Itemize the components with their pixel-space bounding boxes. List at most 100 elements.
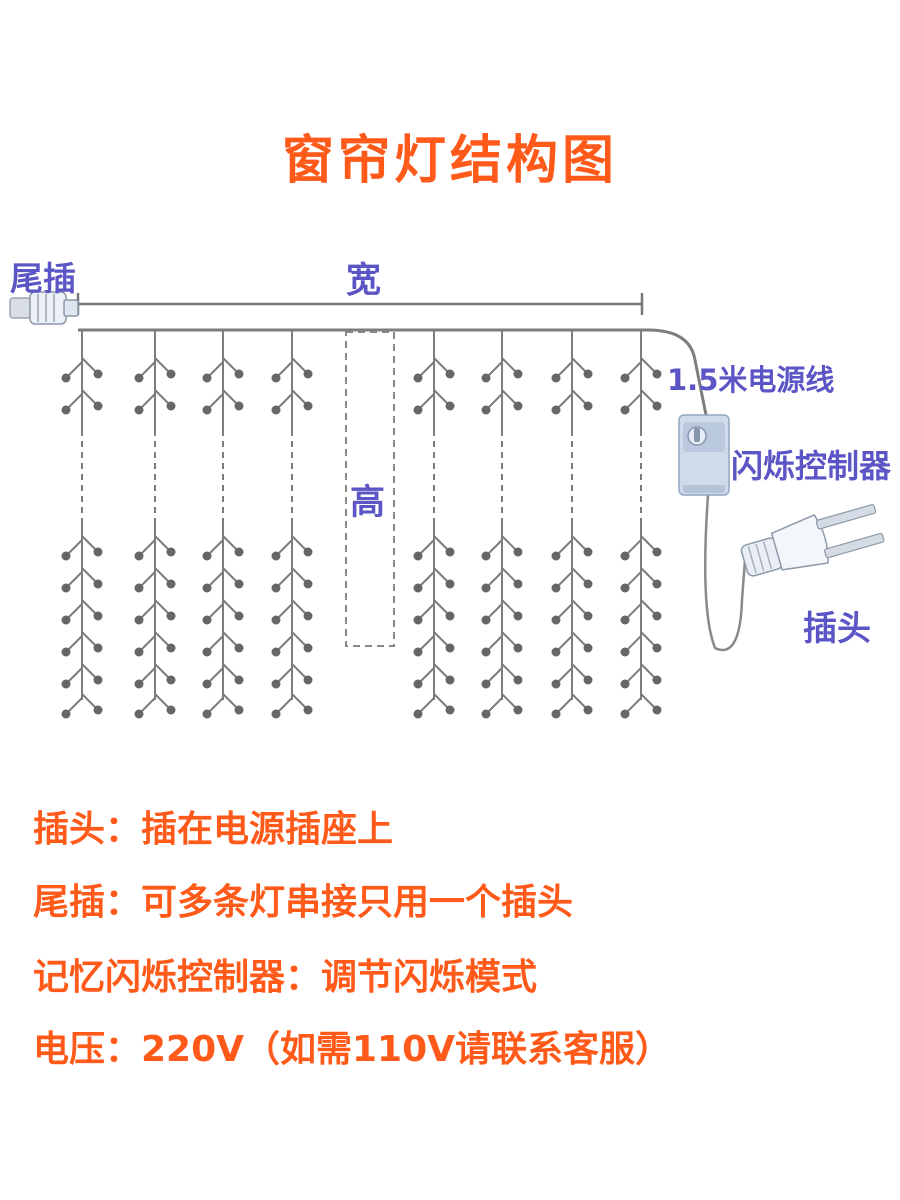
light-bulb (652, 643, 662, 653)
light-bulb (413, 583, 423, 593)
light-branch (67, 635, 83, 651)
light-bulb (166, 705, 176, 715)
light-bulb (551, 373, 561, 383)
light-branch (208, 393, 224, 409)
light-branch (501, 599, 517, 615)
light-branch (557, 361, 573, 377)
tail-connector-icon (9, 291, 79, 325)
light-branch (277, 603, 293, 619)
light-bulb (513, 547, 523, 557)
light-bulb (134, 647, 144, 657)
light-bulb (166, 579, 176, 589)
light-bulb (93, 675, 103, 685)
light-bulb (481, 647, 491, 657)
light-bulb (445, 705, 455, 715)
light-branch (433, 631, 449, 647)
light-branch (81, 693, 97, 709)
light-branch (487, 667, 503, 683)
light-bulb (652, 705, 662, 715)
light-bulb (202, 647, 212, 657)
light-branch (419, 571, 435, 587)
light-bulb (234, 579, 244, 589)
light-bulb (513, 675, 523, 685)
light-bulb (445, 579, 455, 589)
light-bulb (134, 709, 144, 719)
light-branch (640, 631, 656, 647)
light-bulb (303, 401, 313, 411)
light-bulb (551, 583, 561, 593)
light-branch (222, 567, 238, 583)
light-branch (640, 535, 656, 551)
light-bulb (234, 675, 244, 685)
height-label: 高 (350, 483, 386, 523)
light-bulb (166, 547, 176, 557)
light-bulb (652, 401, 662, 411)
light-branch (571, 631, 587, 647)
note-tail-plug: 尾插：可多条灯串接只用一个插头 (33, 882, 574, 923)
light-bulb (234, 401, 244, 411)
light-bulb (271, 615, 281, 625)
light-branch (208, 635, 224, 651)
light-bulb (583, 611, 593, 621)
light-branch (626, 539, 642, 555)
light-bulb (513, 611, 523, 621)
light-bulb (303, 705, 313, 715)
light-branch (291, 693, 307, 709)
light-bulb (652, 369, 662, 379)
light-branch (291, 389, 307, 405)
light-bulb (93, 401, 103, 411)
light-branch (419, 393, 435, 409)
light-branch (154, 693, 170, 709)
light-branch (140, 361, 156, 377)
light-bulb (271, 647, 281, 657)
light-strands (61, 330, 662, 719)
light-bulb (61, 709, 71, 719)
note-plug: 插头：插在电源插座上 (33, 809, 394, 850)
light-bulb (513, 643, 523, 653)
light-bulb (413, 551, 423, 561)
light-branch (140, 571, 156, 587)
light-branch (640, 357, 656, 373)
light-bulb (413, 373, 423, 383)
light-branch (222, 631, 238, 647)
light-branch (571, 389, 587, 405)
light-bulb (513, 401, 523, 411)
light-branch (433, 389, 449, 405)
note-controller: 记忆闪烁控制器：调节闪烁模式 (33, 957, 538, 998)
light-branch (419, 697, 435, 713)
light-bulb (134, 583, 144, 593)
light-branch (640, 389, 656, 405)
light-bulb (652, 579, 662, 589)
light-bulb (271, 373, 281, 383)
note-voltage: 电压：220V（如需110V请联系客服） (33, 1029, 672, 1070)
light-bulb (583, 643, 593, 653)
light-branch (557, 539, 573, 555)
light-bulb (93, 579, 103, 589)
light-branch (501, 389, 517, 405)
light-bulb (445, 369, 455, 379)
light-bulb (202, 405, 212, 415)
light-branch (557, 697, 573, 713)
light-branch (433, 693, 449, 709)
light-bulb (134, 615, 144, 625)
light-branch (81, 631, 97, 647)
light-bulb (202, 551, 212, 561)
light-branch (154, 599, 170, 615)
light-bulb (234, 705, 244, 715)
light-bulb (620, 647, 630, 657)
light-bulb (61, 679, 71, 689)
light-branch (557, 635, 573, 651)
light-branch (419, 635, 435, 651)
light-branch (222, 535, 238, 551)
light-bulb (303, 579, 313, 589)
light-branch (208, 361, 224, 377)
light-bulb (61, 405, 71, 415)
light-bulb (652, 547, 662, 557)
light-bulb (166, 369, 176, 379)
light-branch (487, 539, 503, 555)
light-bulb (303, 611, 313, 621)
light-bulb (202, 709, 212, 719)
light-bulb (551, 679, 561, 689)
light-branch (222, 693, 238, 709)
light-branch (277, 361, 293, 377)
